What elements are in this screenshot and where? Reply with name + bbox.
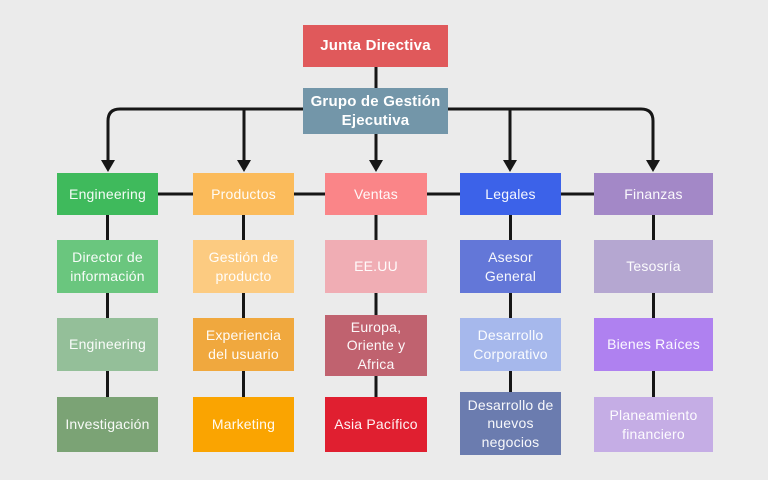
- node-engineering-dept: Engineering: [57, 318, 158, 371]
- node-asesor-general: Asesor General: [460, 240, 561, 293]
- node-legales-header: Legales: [460, 173, 561, 215]
- node-engineering-header: Engineering: [57, 173, 158, 215]
- node-asia-pacifico: Asia Pacífico: [325, 397, 427, 452]
- node-planeamiento-financiero: Planeamiento financiero: [594, 397, 713, 452]
- node-director-de-informacion: Director de información: [57, 240, 158, 293]
- node-ventas-header: Ventas: [325, 173, 427, 215]
- node-investigacion: Investigación: [57, 397, 158, 452]
- node-desarrollo-nuevos-negocios: Desarrollo de nuevos negocios: [460, 392, 561, 455]
- node-desarrollo-corporativo: Desarrollo Corporativo: [460, 318, 561, 371]
- node-grupo-gestion-ejecutiva: Grupo de Gestión Ejecutiva: [303, 88, 448, 134]
- arrowheads: [101, 160, 660, 172]
- node-bienes-raices: Bienes Raíces: [594, 318, 713, 371]
- node-experiencia-del-usuario: Experiencia del usuario: [193, 318, 294, 371]
- node-europa-oriente-africa: Europa, Oriente y Africa: [325, 315, 427, 376]
- node-finanzas-header: Finanzas: [594, 173, 713, 215]
- node-marketing: Marketing: [193, 397, 294, 452]
- node-eeuu: EE.UU: [325, 240, 427, 293]
- node-junta-directiva: Junta Directiva: [303, 25, 448, 67]
- node-productos-header: Productos: [193, 173, 294, 215]
- node-gestion-de-producto: Gestión de producto: [193, 240, 294, 293]
- node-tesosria: Tesosría: [594, 240, 713, 293]
